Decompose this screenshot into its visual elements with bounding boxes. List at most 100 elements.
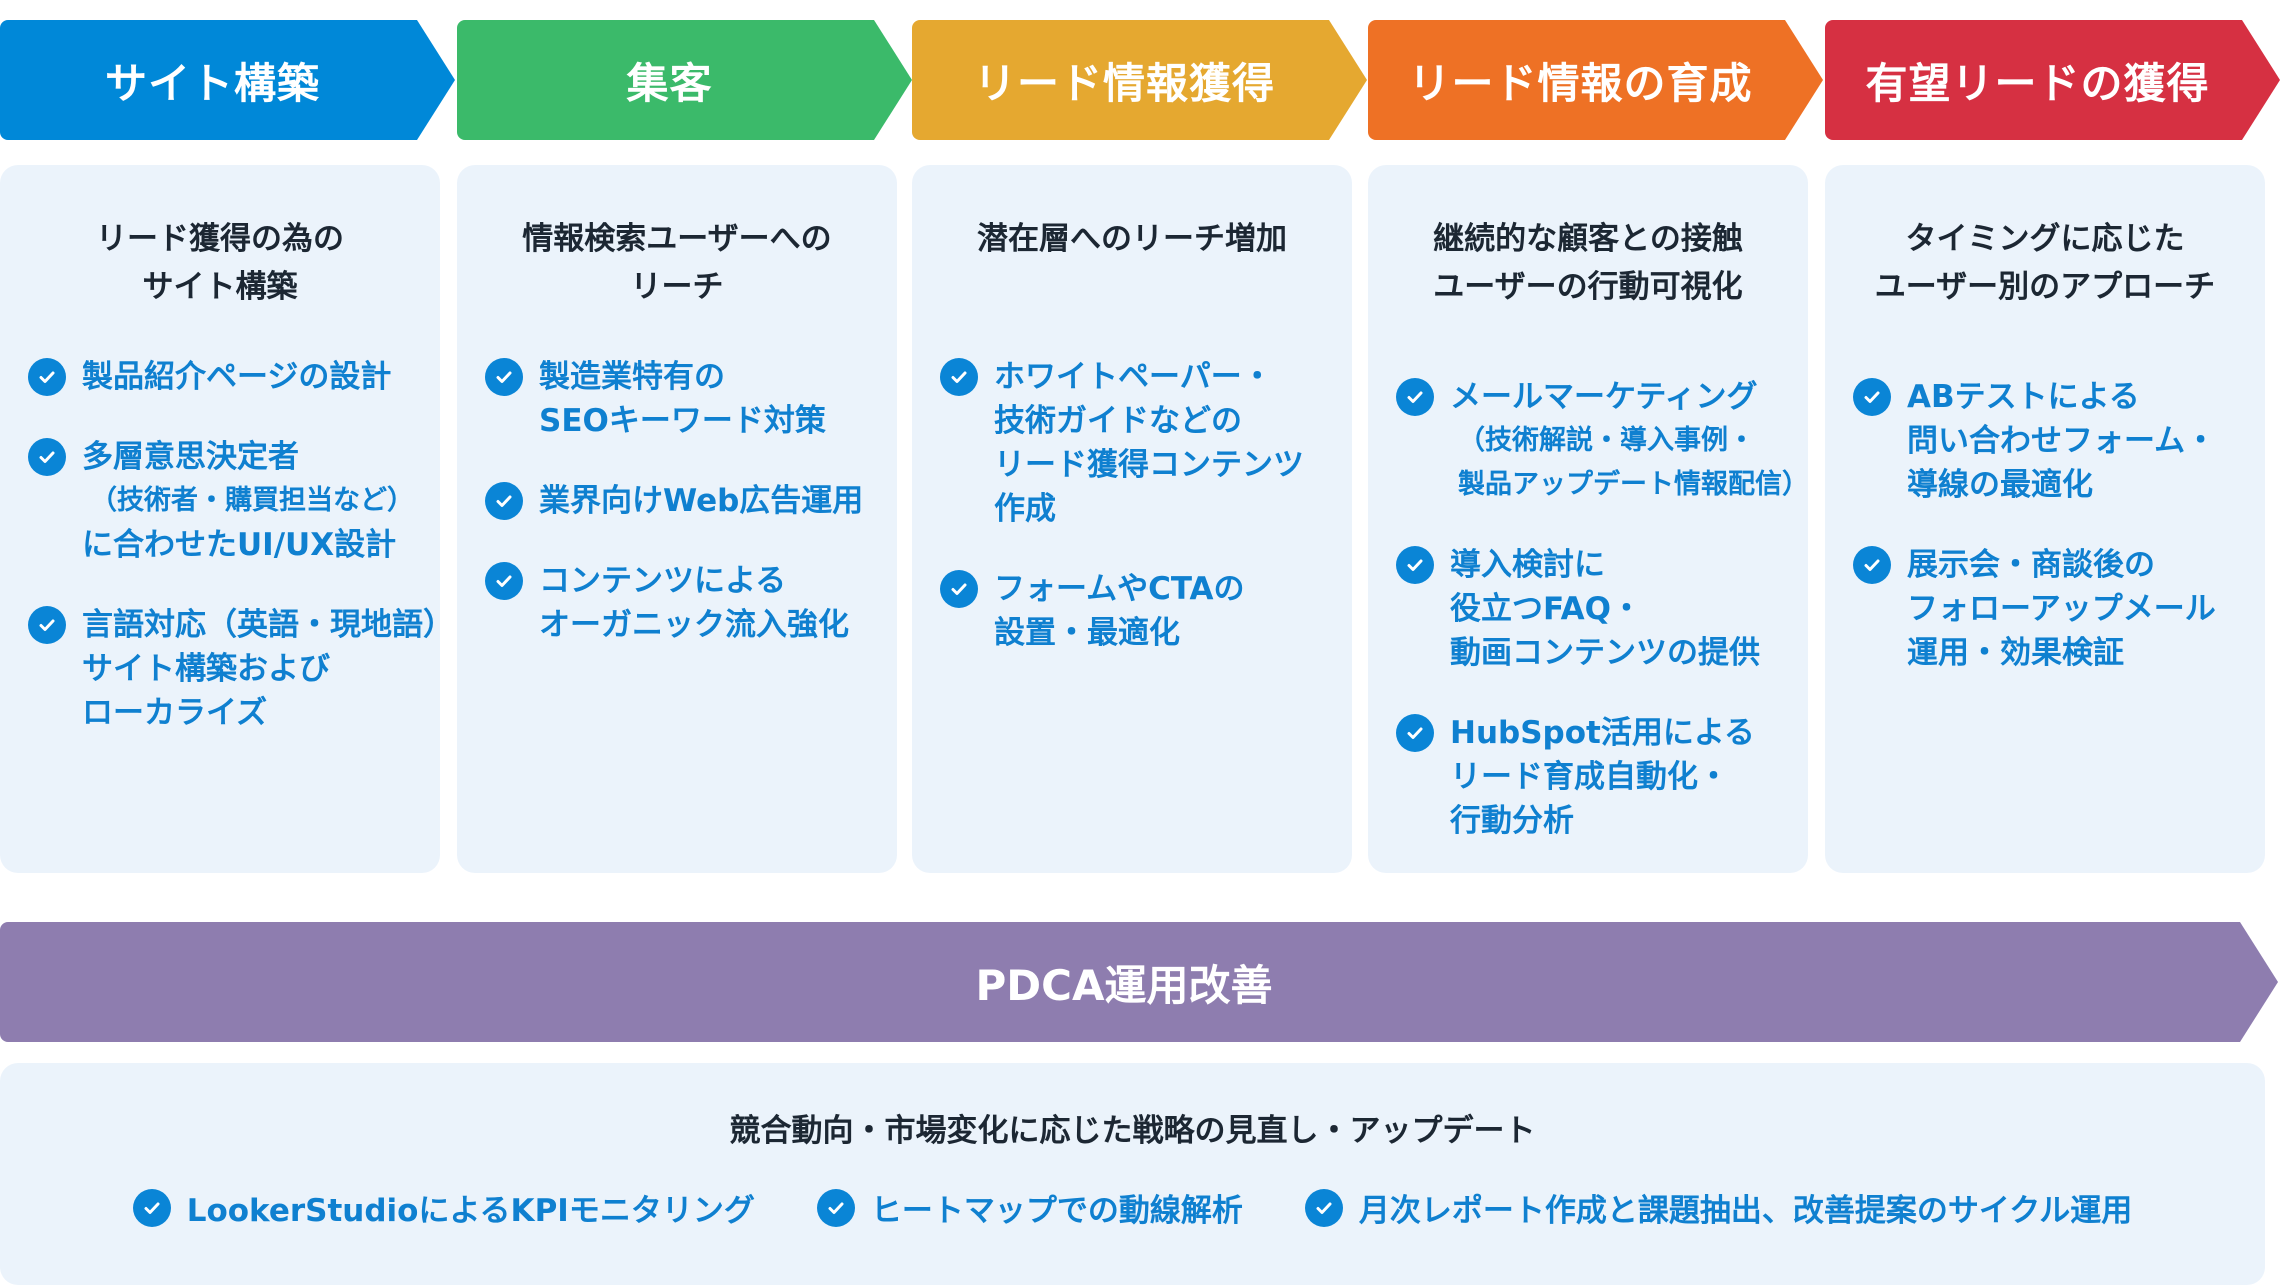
list-item-text: 製造業特有の	[539, 359, 725, 395]
list-item-text: リード獲得コンテンツ	[994, 447, 1304, 483]
list-item-text: SEOキーワード対策	[539, 403, 826, 439]
list-item-text: 導入検討に	[1450, 547, 1605, 583]
list-item-text: 問い合わせフォーム・	[1907, 423, 2217, 459]
list-item: 業界向けWeb広告運用	[485, 479, 879, 523]
list-item: フォームやCTAの設置・最適化	[940, 567, 1334, 655]
card-item-list: 製造業特有の SEOキーワード対策業界向けWeb広告運用コンテンツによるオーガニッ…	[485, 355, 879, 647]
step-card-5: タイミングに応じたユーザー別のアプローチ ABテストによる問い合わせフォーム・導線…	[1825, 165, 2265, 873]
list-item-text: 設置・最適化	[994, 615, 1180, 651]
card-item-list: メールマーケティング （技術解説・導入事例・製品アップデート情報配信） 導入検討に役…	[1396, 375, 1809, 843]
card-title: リード獲得の為のサイト構築	[28, 215, 422, 355]
list-item-text: ホワイトペーパー・	[994, 359, 1273, 395]
check-circle-icon	[28, 438, 66, 476]
list-item-text: 展示会・商談後の	[1907, 547, 2155, 583]
pdca-item-text: ヒートマップでの動線解析	[870, 1193, 1243, 1229]
check-circle-icon	[1853, 546, 1891, 584]
card-title-line: 継続的な顧客との接触	[1433, 221, 1743, 257]
step-card-1: リード獲得の為のサイト構築製品紹介ページの設計多層意思決定者 （技術者・購買担当な…	[0, 165, 454, 873]
check-circle-icon	[1853, 378, 1891, 416]
card-item-list: ABテストによる問い合わせフォーム・導線の最適化展示会・商談後のフォローアップメ…	[1853, 375, 2247, 675]
card-title: タイミングに応じたユーザー別のアプローチ	[1853, 215, 2247, 355]
pdca-banner: PDCA運用改善	[0, 922, 2278, 1042]
check-circle-icon	[1396, 378, 1434, 416]
list-item: HubSpot活用によるリード育成自動化・行動分析	[1396, 711, 1790, 843]
list-item: ABテストによる問い合わせフォーム・導線の最適化	[1853, 375, 2247, 507]
list-item: 製品紹介ページの設計	[28, 355, 422, 399]
step-header-5: 有望リードの獲得	[1825, 20, 2280, 140]
list-item-text: メールマーケティング	[1450, 379, 1758, 415]
check-circle-icon	[28, 358, 66, 396]
pdca-item: LookerStudioによるKPIモニタリング	[132, 1185, 755, 1230]
list-item-text: （技術解説・導入事例・	[1458, 425, 1755, 456]
list-item-text: 言語対応（英語・現地語）	[82, 607, 454, 643]
check-circle-icon	[485, 358, 523, 396]
card-title-line: 潜在層へのリーチ増加	[977, 221, 1287, 257]
step-card-4: 継続的な顧客との接触ユーザーの行動可視化メールマーケティング （技術解説・導入事例…	[1368, 165, 1809, 873]
card-title: 潜在層へのリーチ増加	[940, 215, 1334, 355]
check-circle-icon	[485, 562, 523, 600]
list-item-text: 導線の最適化	[1907, 467, 2093, 503]
list-item-text: 行動分析	[1450, 803, 1574, 839]
pdca-label: PDCA運用改善	[975, 960, 1273, 1010]
list-item: メールマーケティング （技術解説・導入事例・製品アップデート情報配信）	[1396, 375, 1809, 507]
list-item-text: 業界向けWeb広告運用	[539, 483, 864, 519]
check-circle-icon	[940, 570, 978, 608]
card-item-list: 製品紹介ページの設計多層意思決定者 （技術者・購買担当など） に合わせたUI/UX設…	[28, 355, 454, 735]
card-title-line: 情報検索ユーザーへの	[522, 221, 832, 257]
list-item-text: 運用・効果検証	[1907, 635, 2124, 671]
list-item-text: サイト構築および	[82, 651, 330, 687]
list-item-text: 製品アップデート情報配信）	[1458, 469, 1809, 500]
card-title-line: リーチ	[630, 269, 724, 305]
check-circle-icon	[1304, 1188, 1343, 1227]
list-item: 多層意思決定者 （技術者・購買担当など） に合わせたUI/UX設計	[28, 435, 422, 567]
step-header-label: 集客	[626, 58, 713, 108]
step-header-1: サイト構築	[0, 20, 455, 140]
step-header-label: サイト構築	[104, 58, 320, 108]
check-circle-icon	[485, 482, 523, 520]
list-item-text: （技術者・購買担当など）	[90, 485, 414, 516]
card-title: 継続的な顧客との接触ユーザーの行動可視化	[1396, 215, 1790, 355]
check-circle-icon	[940, 358, 978, 396]
list-item-text: 動画コンテンツの提供	[1450, 635, 1760, 671]
pdca-item-text: 月次レポート作成と課題抽出、改善提案のサイクル運用	[1358, 1193, 2133, 1229]
card-title: 情報検索ユーザーへのリーチ	[485, 215, 879, 355]
list-item-text: リード育成自動化・	[1450, 759, 1729, 795]
card-title-line: ユーザーの行動可視化	[1433, 269, 1743, 305]
list-item-text: に合わせたUI/UX設計	[82, 527, 397, 563]
step-header-2: 集客	[457, 20, 912, 140]
list-item-text: 多層意思決定者	[82, 439, 299, 475]
step-header-4: リード情報の育成	[1368, 20, 1823, 140]
list-item: 導入検討に役立つFAQ・動画コンテンツの提供	[1396, 543, 1790, 675]
list-item: ホワイトペーパー・技術ガイドなどのリード獲得コンテンツ作成	[940, 355, 1334, 531]
list-item-text: コンテンツによる	[539, 563, 787, 599]
list-item-text: オーガニック流入強化	[539, 607, 849, 643]
card-item-list: ホワイトペーパー・技術ガイドなどのリード獲得コンテンツ作成フォームやCTAの設置…	[940, 355, 1334, 655]
check-circle-icon	[1396, 546, 1434, 584]
list-item: 言語対応（英語・現地語） サイト構築およびローカライズ	[28, 603, 454, 735]
list-item-text: フォームやCTAの	[994, 571, 1245, 607]
pdca-item: 月次レポート作成と課題抽出、改善提案のサイクル運用	[1304, 1185, 2133, 1230]
list-item-text: 技術ガイドなどの	[994, 403, 1242, 439]
list-item-text: 製品紹介ページの設計	[82, 359, 392, 395]
pdca-item-text: LookerStudioによるKPIモニタリング	[186, 1193, 755, 1229]
step-header-3: リード情報獲得	[912, 20, 1367, 140]
card-title-line: リード獲得の為の	[96, 221, 344, 257]
check-circle-icon	[132, 1188, 171, 1227]
step-card-3: 潜在層へのリーチ増加ホワイトペーパー・技術ガイドなどのリード獲得コンテンツ作成フ…	[912, 165, 1352, 873]
check-circle-icon	[816, 1188, 855, 1227]
list-item-text: ABテストによる	[1907, 379, 2140, 415]
list-item-text: ローカライズ	[82, 695, 268, 731]
card-title-line: サイト構築	[142, 269, 298, 305]
step-header-label: リード情報の育成	[1408, 58, 1753, 108]
list-item-text: 作成	[994, 491, 1056, 527]
check-circle-icon	[28, 606, 66, 644]
list-item: 展示会・商談後のフォローアップメール運用・効果検証	[1853, 543, 2247, 675]
list-item: 製造業特有の SEOキーワード対策	[485, 355, 879, 443]
card-title-line: タイミングに応じた	[1905, 221, 2185, 257]
pdca-item: ヒートマップでの動線解析	[816, 1185, 1243, 1230]
step-card-2: 情報検索ユーザーへのリーチ製造業特有の SEOキーワード対策業界向けWeb広告運用…	[457, 165, 897, 873]
list-item-text: 役立つFAQ・	[1450, 591, 1642, 627]
check-circle-icon	[1396, 714, 1434, 752]
pdca-card: 競合動向・市場変化に応じた戦略の見直し・アップデート LookerStudioに…	[0, 1063, 2265, 1285]
step-header-label: 有望リードの獲得	[1865, 58, 2210, 108]
